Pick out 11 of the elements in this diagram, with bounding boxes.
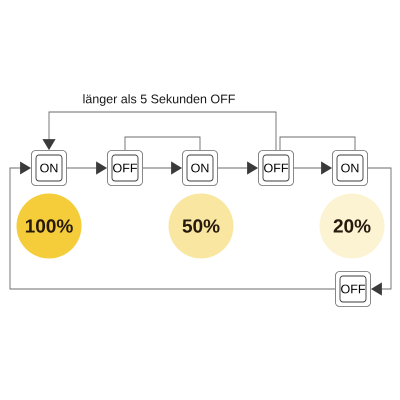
connector-line [280,136,356,151]
push-button: ON [31,150,67,186]
push-button: OFF [335,271,371,307]
push-button: OFF [107,150,143,186]
push-button: ON [332,150,368,186]
edge-label: länger als 5 Sekunden OFF [82,93,236,107]
connector-line [10,162,336,290]
connector-line [124,136,200,151]
push-button: ON [182,150,218,186]
connector-line [367,168,392,296]
push-button: OFF [258,150,294,186]
